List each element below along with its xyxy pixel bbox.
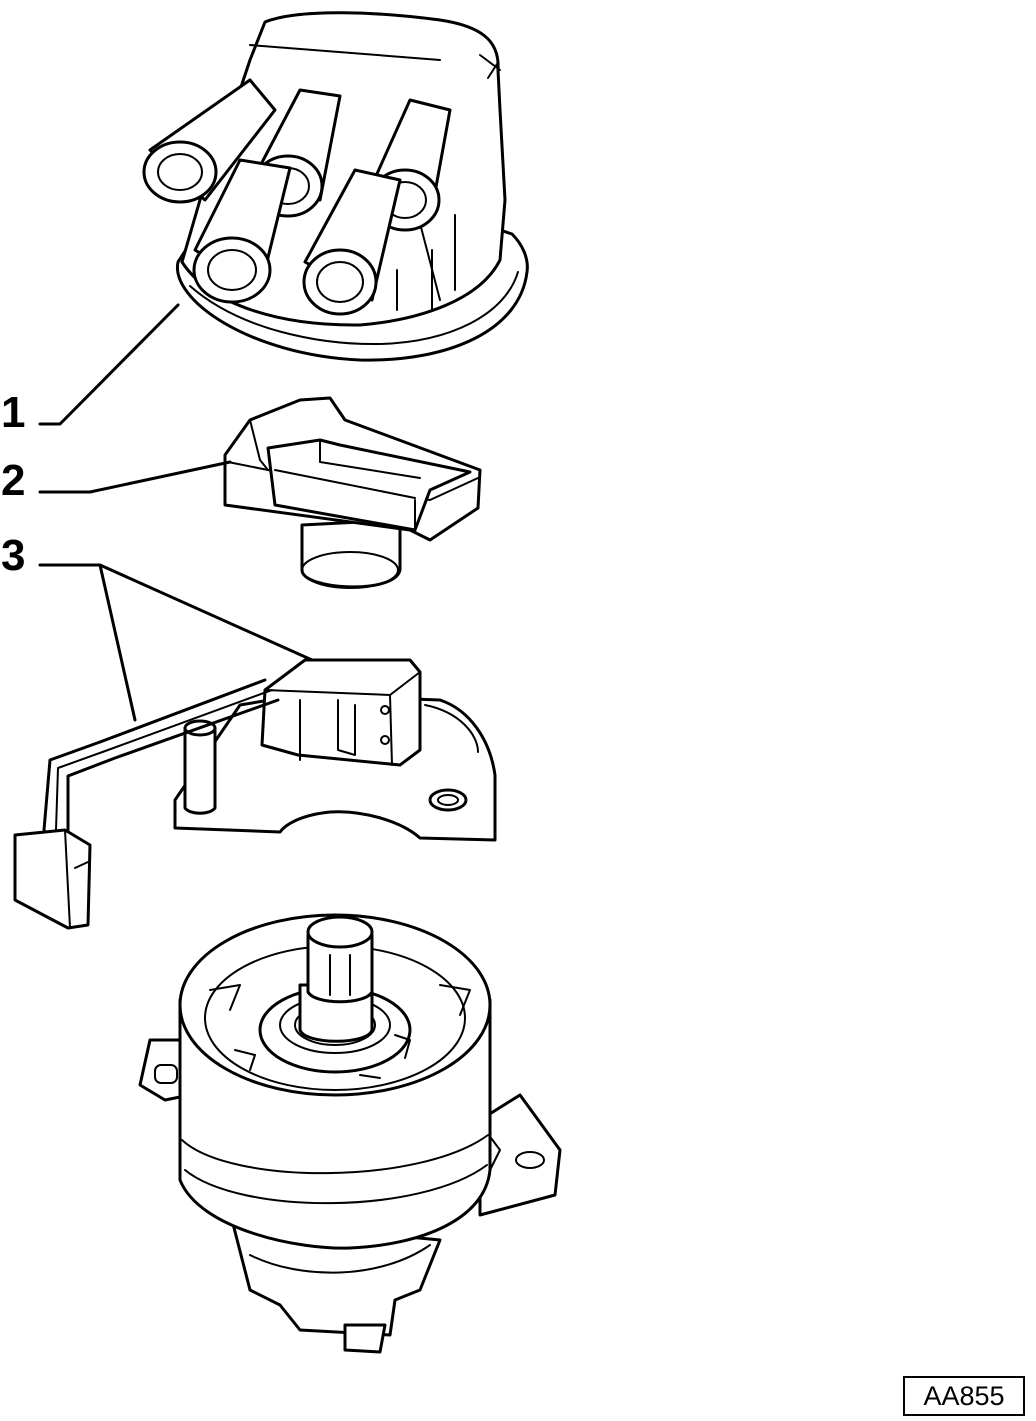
reference-code: AA855 (923, 1381, 1005, 1411)
distributor-cap (142, 11, 529, 362)
callout-number-3: 3 (1, 531, 26, 580)
pickup-sensor-plate (13, 658, 497, 930)
leader-line-3 (38, 563, 314, 722)
reference-code-box: AA855 (903, 1376, 1025, 1416)
rotor (223, 396, 482, 589)
callout-number-1: 1 (1, 388, 26, 437)
leader-line-2 (38, 460, 232, 494)
distributor-body (138, 913, 562, 1354)
leader-line-1 (38, 303, 180, 426)
callout-number-2: 2 (1, 456, 26, 505)
